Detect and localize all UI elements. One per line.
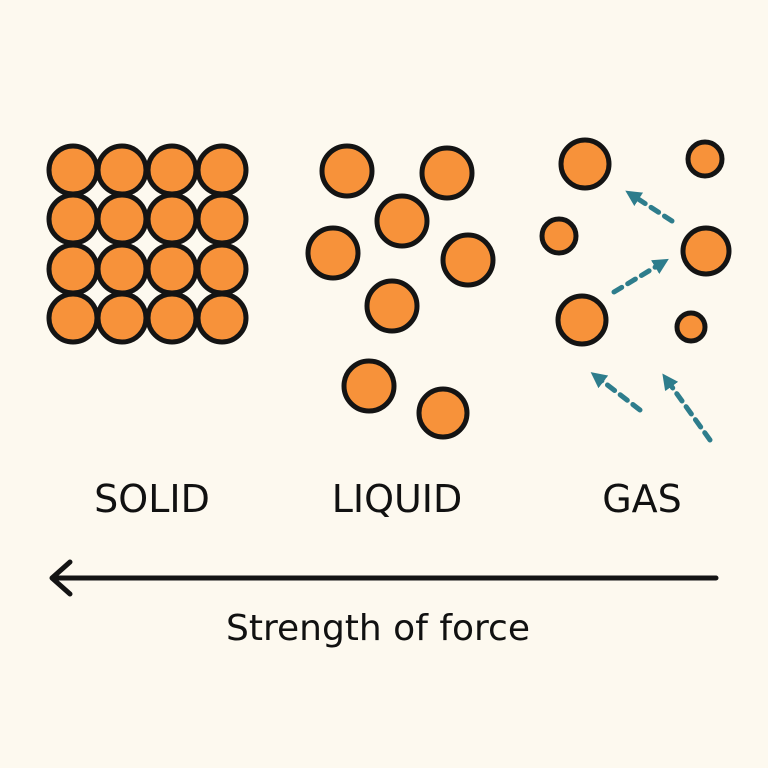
solid-particle bbox=[95, 143, 149, 197]
liquid-particle bbox=[440, 232, 496, 288]
solid-particle bbox=[46, 192, 100, 246]
gas-particle bbox=[685, 139, 725, 179]
arrow-head-left-icon bbox=[49, 559, 73, 597]
solid-particle bbox=[195, 291, 249, 345]
solid-particle bbox=[195, 143, 249, 197]
solid-particle bbox=[145, 192, 199, 246]
gas-particles bbox=[539, 137, 732, 347]
liquid-particle bbox=[416, 386, 470, 440]
liquid-particles bbox=[305, 143, 496, 440]
solid-particle bbox=[46, 143, 100, 197]
motion-arrow-icon bbox=[662, 373, 713, 443]
solid-particle bbox=[46, 242, 100, 296]
motion-arrow-icon bbox=[590, 372, 643, 413]
gas-particle bbox=[558, 137, 612, 191]
solid-particle bbox=[95, 192, 149, 246]
liquid-particle bbox=[364, 278, 420, 334]
solid-particle bbox=[145, 143, 199, 197]
gas-particle bbox=[555, 293, 609, 347]
liquid-particle bbox=[305, 225, 361, 281]
gas-motion-arrows bbox=[590, 190, 713, 443]
liquid-particle bbox=[419, 145, 475, 201]
label-solid: SOLID bbox=[94, 477, 210, 521]
solid-particle bbox=[46, 291, 100, 345]
liquid-particle bbox=[341, 358, 397, 414]
solid-particle bbox=[195, 242, 249, 296]
solid-particle bbox=[95, 242, 149, 296]
label-liquid: LIQUID bbox=[332, 477, 463, 521]
solid-particle bbox=[95, 291, 149, 345]
solid-particle bbox=[145, 291, 199, 345]
force-axis-label: Strength of force bbox=[226, 608, 530, 649]
solid-particle bbox=[195, 192, 249, 246]
liquid-particle bbox=[374, 193, 430, 249]
solid-particle bbox=[145, 242, 199, 296]
liquid-particle bbox=[319, 143, 375, 199]
motion-arrow-icon bbox=[625, 190, 675, 224]
force-arrow bbox=[49, 559, 719, 597]
gas-particle bbox=[539, 216, 579, 256]
solid-particles bbox=[46, 143, 249, 345]
label-gas: GAS bbox=[602, 477, 682, 521]
motion-arrow-icon bbox=[611, 258, 669, 295]
gas-particle bbox=[674, 310, 708, 344]
gas-particle bbox=[680, 225, 732, 277]
